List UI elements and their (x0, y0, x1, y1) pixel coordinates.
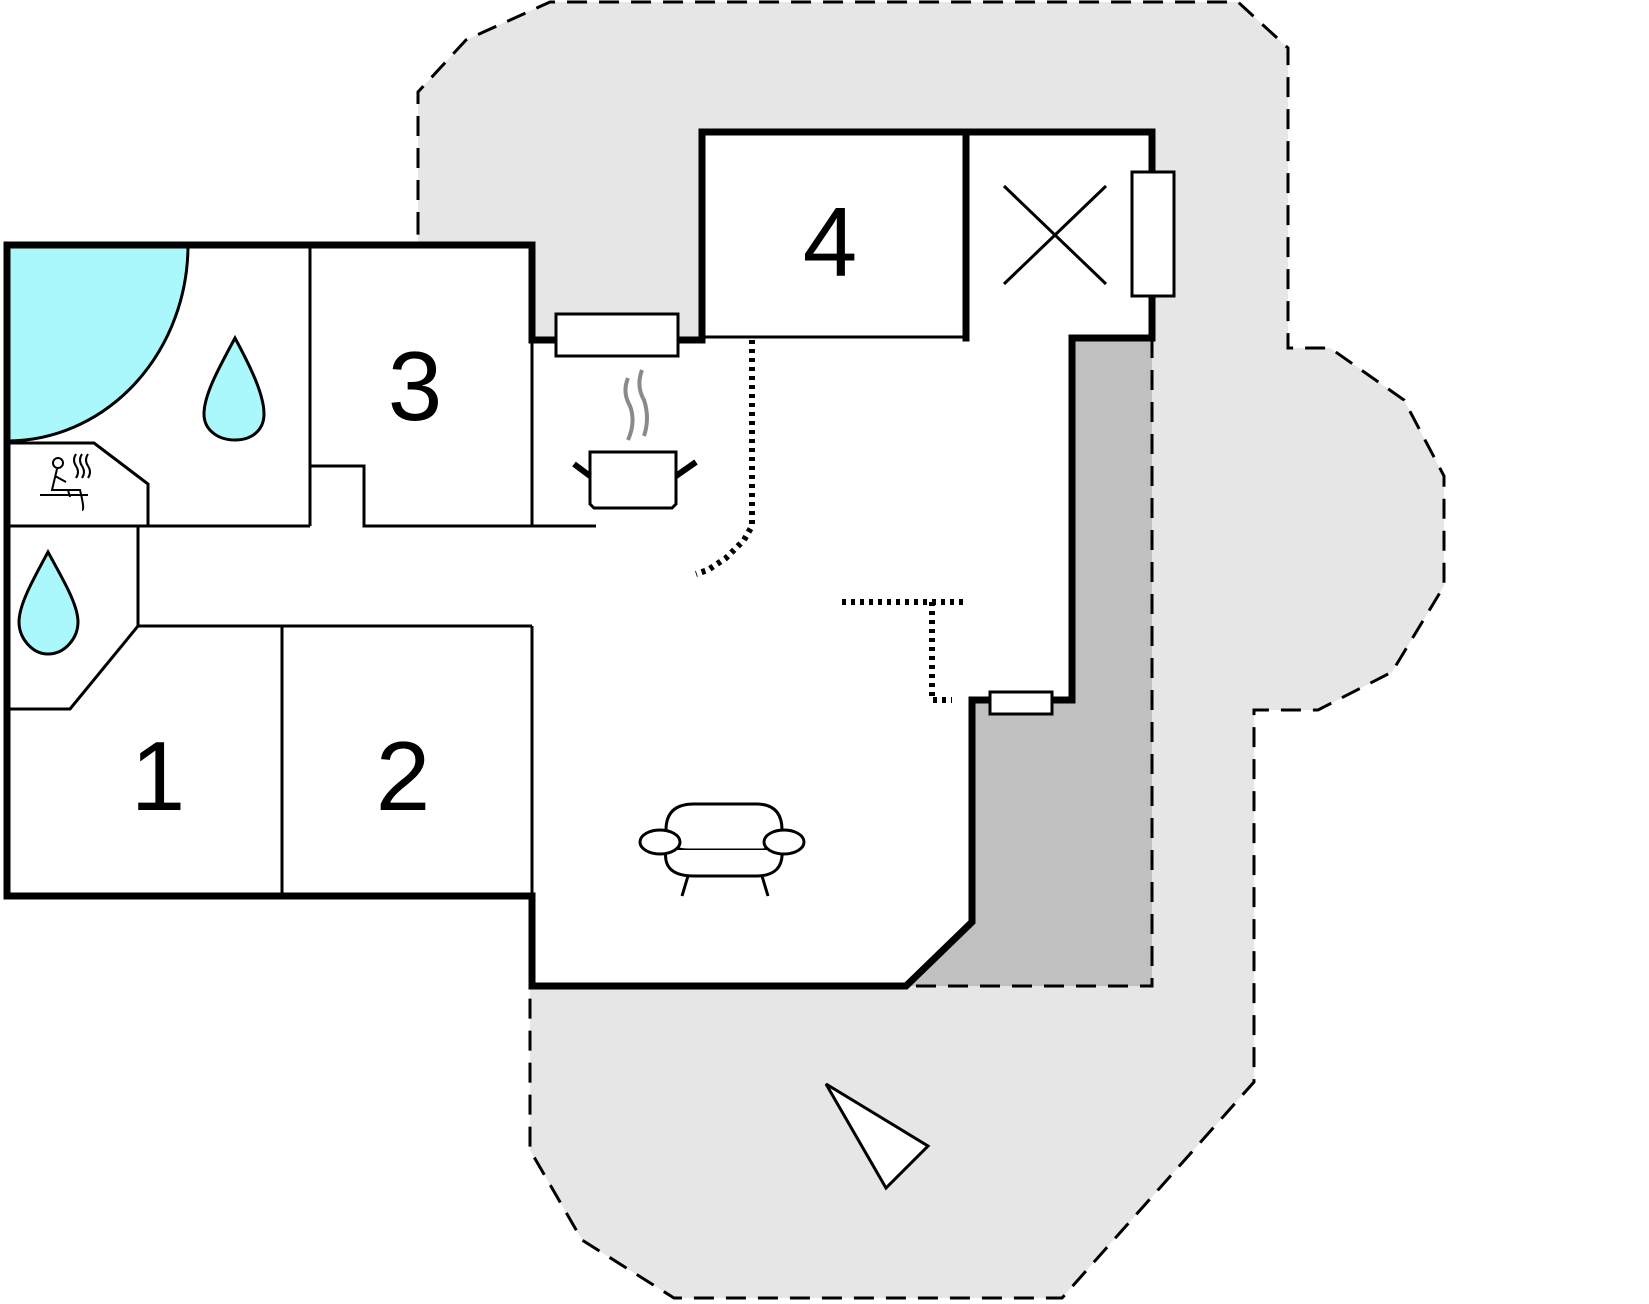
wall-shower2 (7, 526, 140, 711)
wall-room3-left-notch (310, 464, 532, 528)
living-divider-strip (842, 599, 968, 703)
shower-icon (17, 548, 80, 656)
room-number-4: 4 (803, 187, 858, 297)
window-living (988, 690, 1054, 716)
kitchen-pot-icon (572, 369, 698, 510)
exterior-wall-south-west (3, 128, 1156, 990)
sauna-icon (40, 453, 91, 511)
window-kitchen (554, 312, 680, 358)
compass-icon (824, 1082, 931, 1191)
covered-terrace-edge (906, 338, 1154, 988)
covered-terrace (906, 338, 1152, 986)
room-number-3: 3 (388, 331, 443, 441)
sofa-icon (638, 802, 806, 897)
spa-pool (5, 243, 190, 443)
wall-sauna (7, 441, 150, 526)
room-number-2: 2 (376, 721, 431, 831)
room-number-1: 1 (131, 721, 186, 831)
building-footprint (7, 132, 1152, 986)
utility-cross-b (1002, 184, 1108, 286)
kitchen-divider-strip (695, 340, 755, 577)
exterior-wall-west (3, 241, 536, 900)
window-utility (1130, 170, 1176, 298)
shower-icon (202, 334, 266, 442)
